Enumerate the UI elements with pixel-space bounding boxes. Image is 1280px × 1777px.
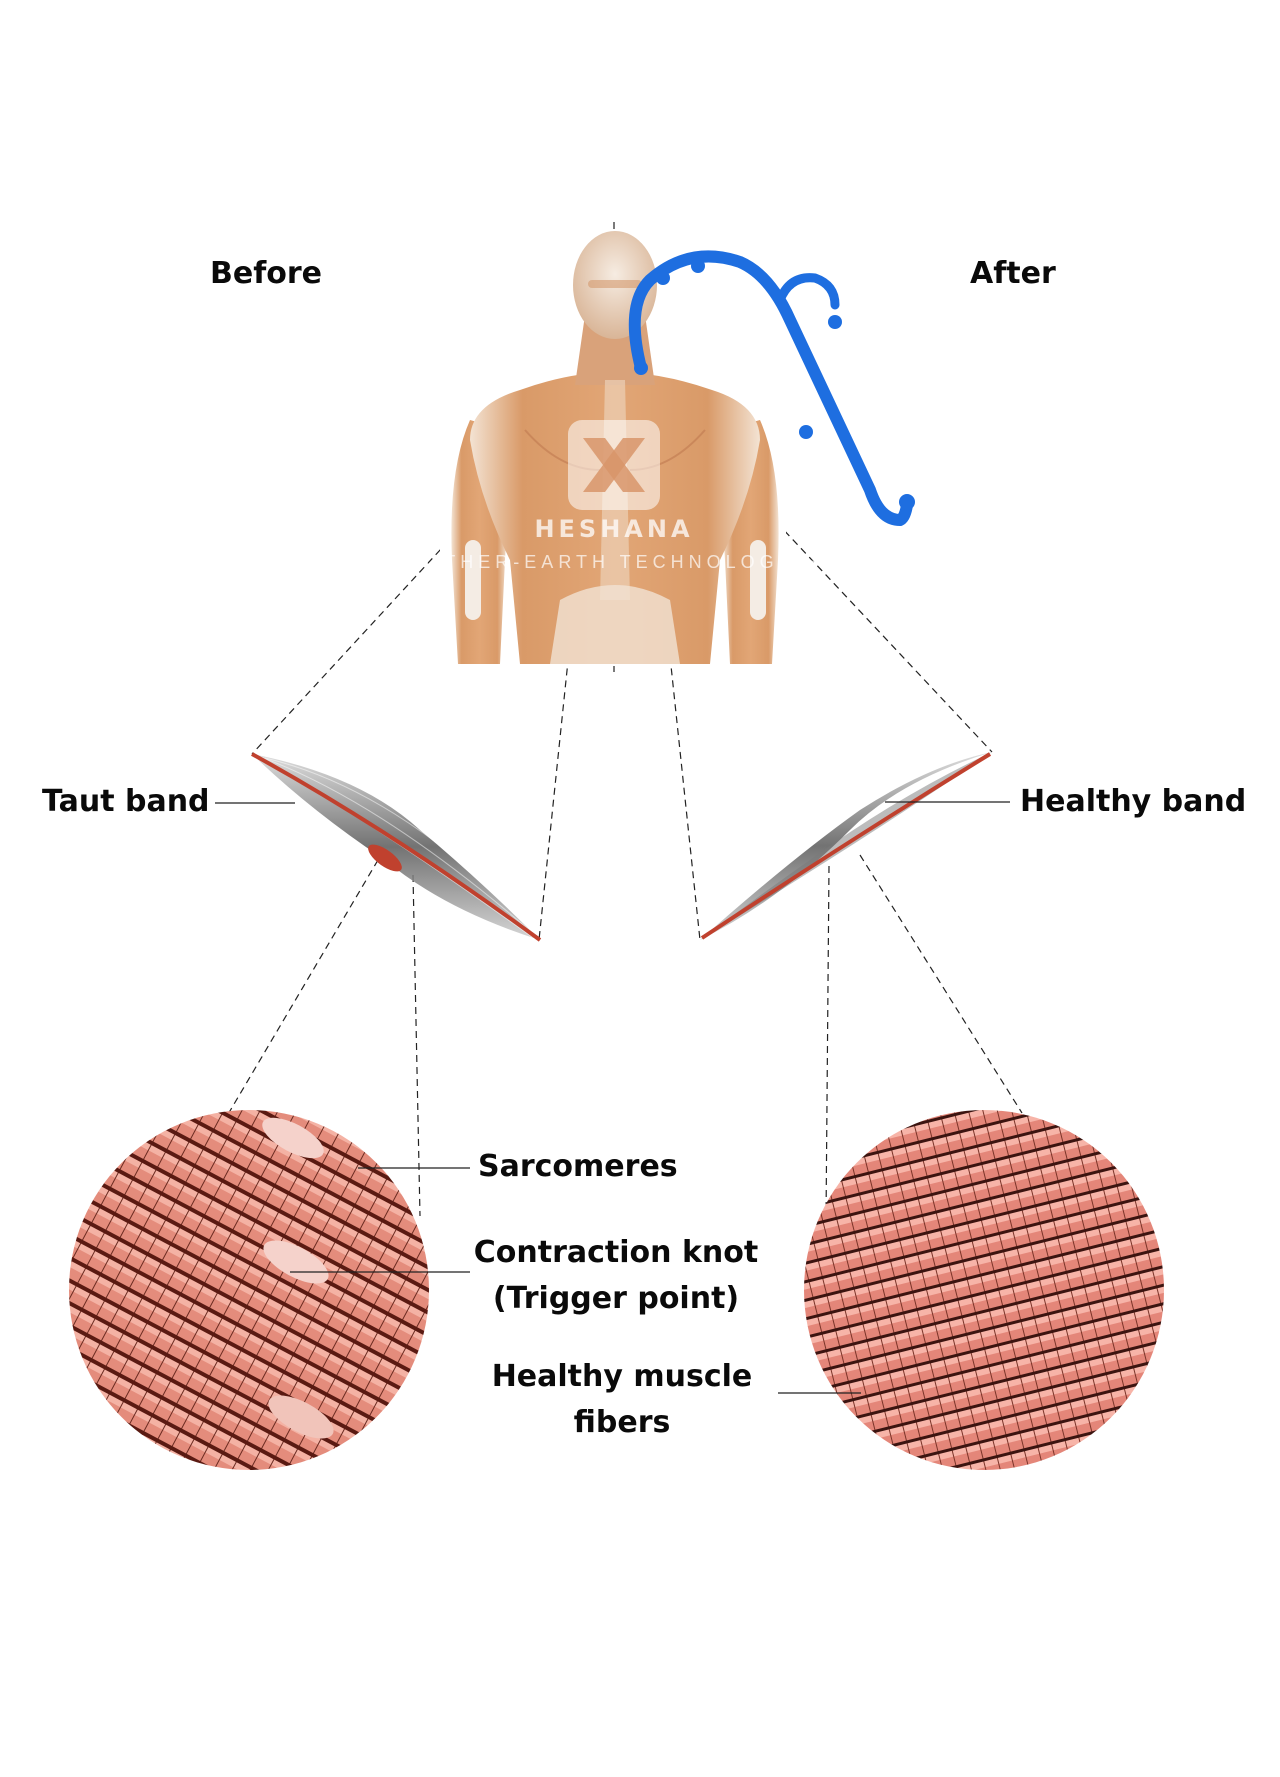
label-contraction-knot-line2: (Trigger point) — [492, 1280, 740, 1316]
label-leader-lines — [215, 801, 1010, 1394]
label-healthy-muscle-fibers: Healthy muscle fibers — [472, 1358, 772, 1441]
connector-healthy-to-circle-right — [859, 854, 1023, 1114]
taut-band-illustration — [251, 752, 542, 942]
label-healthy-fibers-line2: fibers — [573, 1404, 671, 1440]
anatomy-back-illustration: HESHANA MOTHER-EARTH TECHNOLOGIES — [405, 231, 822, 664]
before-heading: Before — [210, 256, 323, 291]
label-taut-band: Taut band — [42, 784, 210, 819]
connector-healthy-to-circle-left — [825, 865, 830, 1221]
healthy-fibers-circle — [804, 1110, 1164, 1470]
label-contraction-knot: Contraction knot (Trigger point) — [466, 1234, 766, 1317]
heshana-x-logo-icon — [568, 420, 660, 510]
watermark-brand: HESHANA — [534, 515, 693, 543]
connector-taut-to-circle-right — [412, 874, 421, 1217]
connector-taut-to-circle-left — [226, 859, 379, 1117]
label-contraction-knot-line1: Contraction knot — [473, 1235, 759, 1270]
healthy-band-illustration — [700, 752, 992, 940]
after-heading: After — [970, 256, 1056, 291]
watermark-tagline: MOTHER-EARTH TECHNOLOGIES — [405, 552, 822, 572]
trigger-point-fibers-circle — [69, 1110, 429, 1470]
blue-back-massager-hook-icon — [628, 250, 915, 527]
label-sarcomeres: Sarcomeres — [478, 1149, 678, 1184]
label-healthy-band: Healthy band — [1020, 784, 1247, 819]
label-healthy-fibers-line1: Healthy muscle — [491, 1359, 753, 1394]
